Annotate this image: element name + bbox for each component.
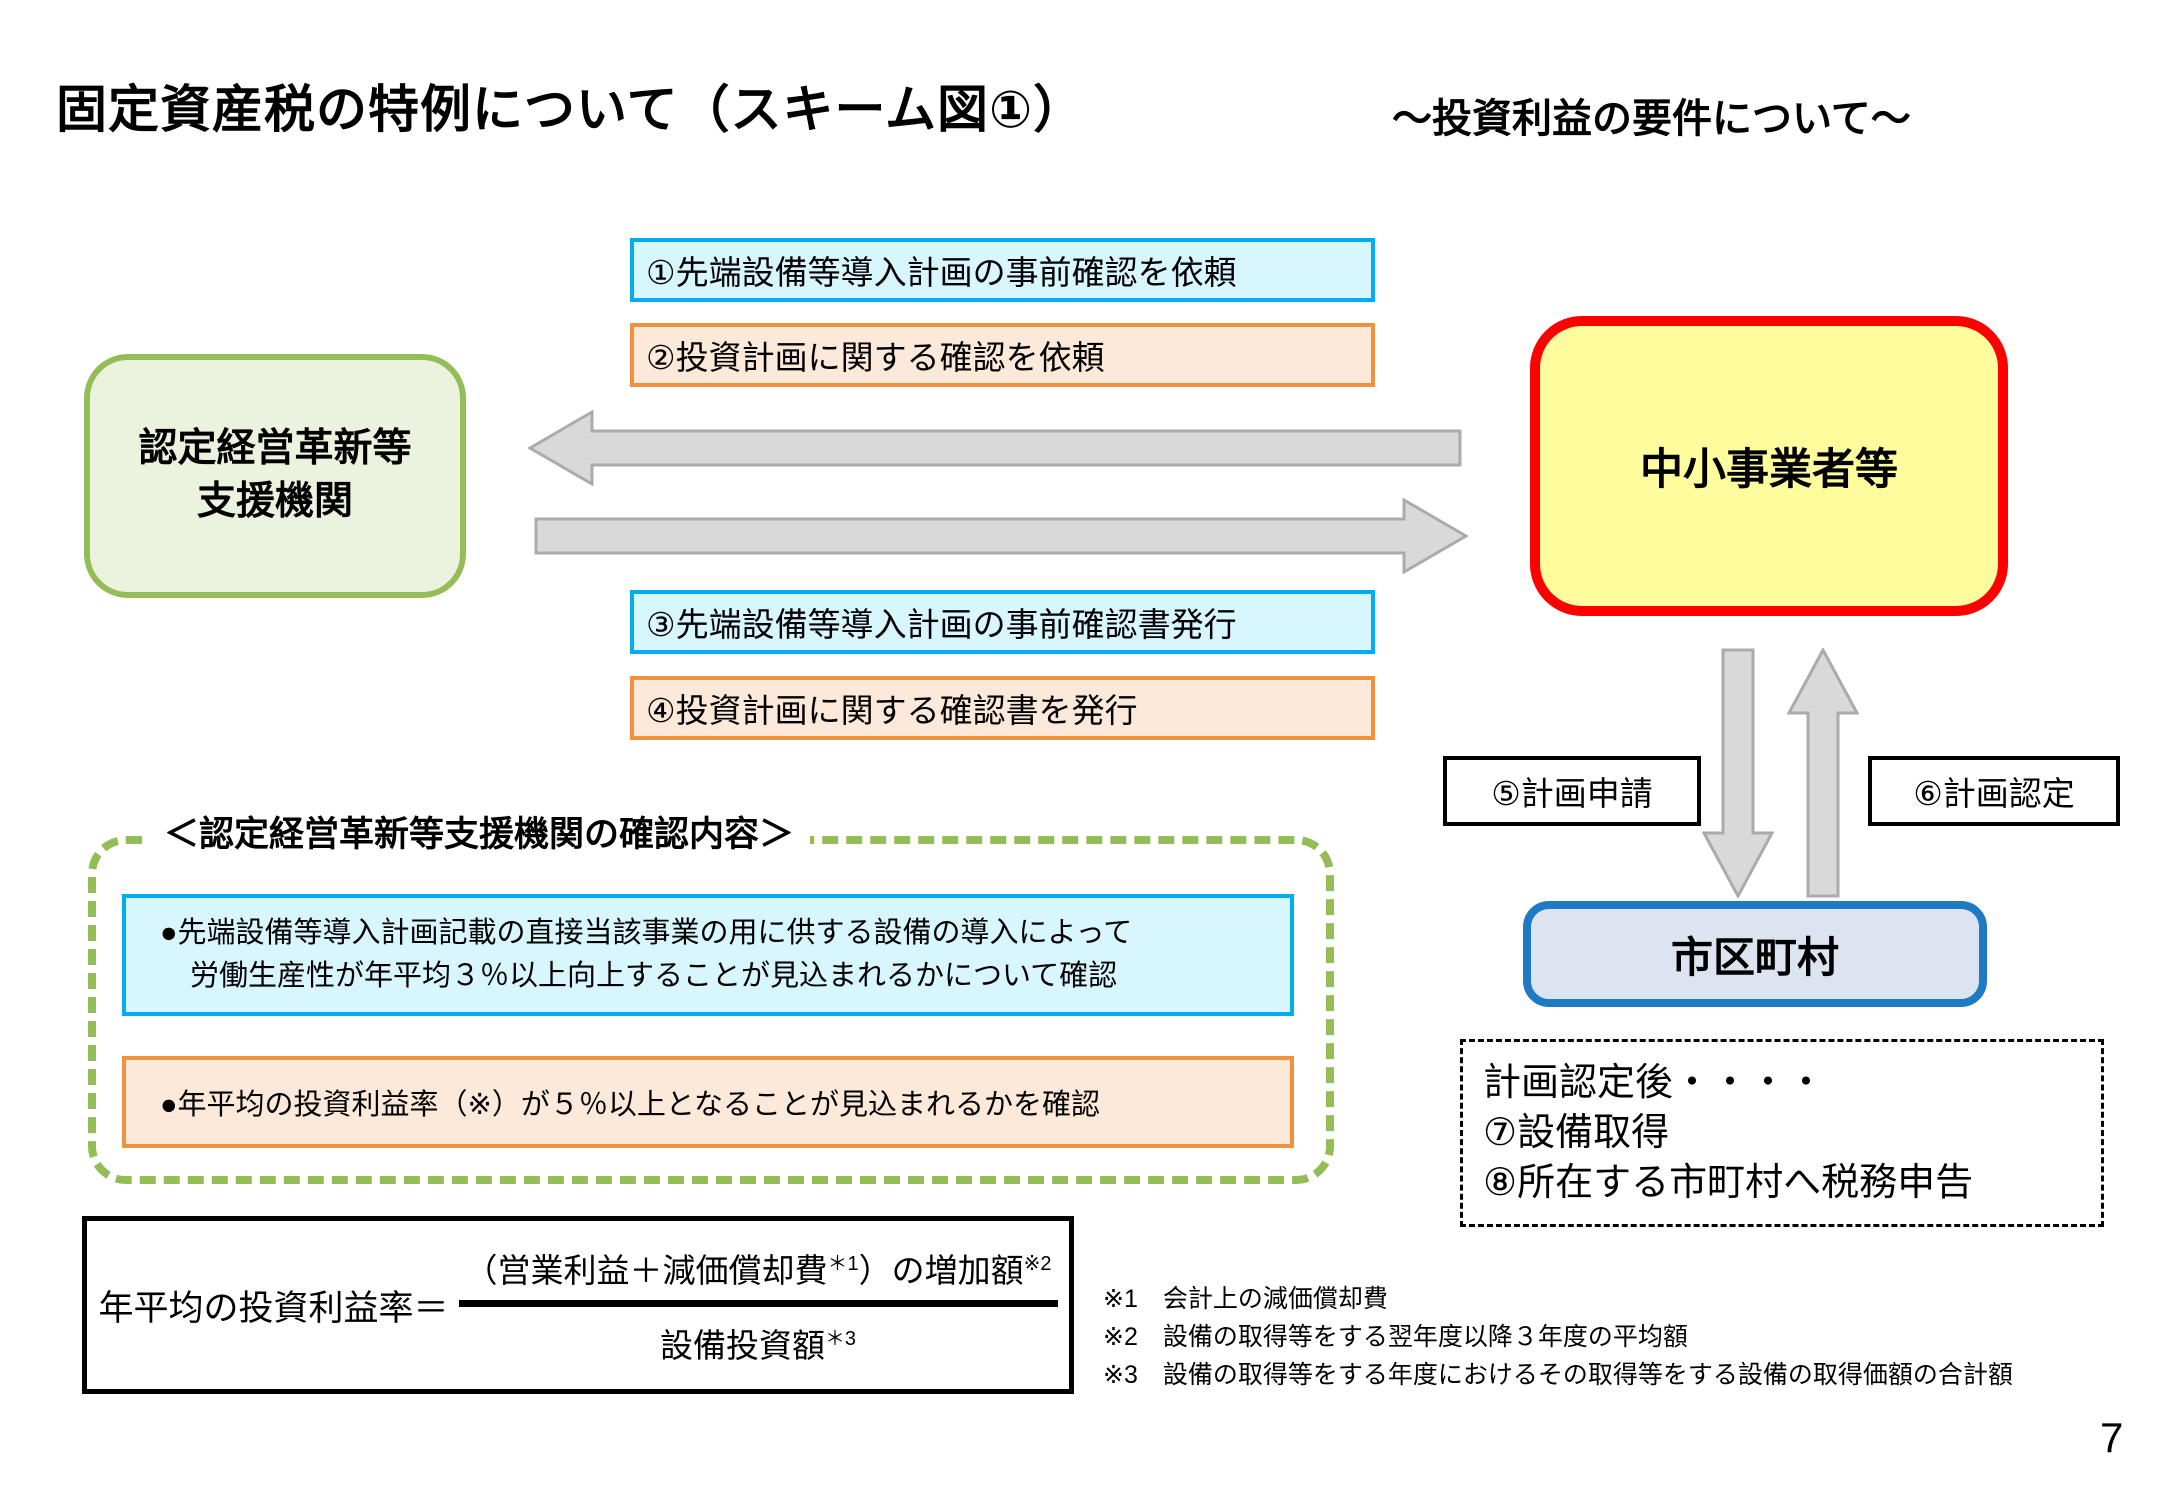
page-title: 固定資産税の特例について（スキーム図①） — [56, 81, 1086, 138]
arrow-up-icon — [1787, 648, 1859, 898]
footnote-3: ※3 設備の取得等をする年度におけるその取得等をする設備の取得価額の合計額 — [1103, 1361, 2013, 1389]
formula-box: 年平均の投資利益率＝ （営業利益＋減価償却費＊1）の増加額※2 設備投資額＊3 — [82, 1216, 1074, 1394]
after-certification-box: 計画認定後・・・・ ⑦設備取得 ⑧所在する市町村へ税務申告 — [1460, 1039, 2104, 1227]
confirmation-item1-line1: ●先端設備等導入計画記載の直接当該事業の用に供する設備の導入によって — [160, 916, 1133, 949]
step6-label: ⑥計画認定 — [1913, 775, 2075, 812]
support-organization-label-line2: 支援機関 — [196, 480, 353, 523]
support-organization-label-line1: 認定経営革新等 — [138, 427, 412, 471]
step2-label: ②投資計画に関する確認を依頼 — [646, 339, 1105, 376]
step4-label: ④投資計画に関する確認書を発行 — [646, 692, 1138, 729]
sme-box: 中小事業者等 — [1530, 316, 2008, 616]
formula-numerator: （営業利益＋減価償却費＊1）の増加額※2 — [458, 1244, 1058, 1307]
formula-denominator-sup: ＊3 — [824, 1327, 857, 1350]
footnote-1: ※1 会計上の減価償却費 — [1103, 1285, 1388, 1313]
step4-box: ④投資計画に関する確認書を発行 — [630, 676, 1375, 740]
arrow-down-icon — [1702, 648, 1774, 898]
formula-numerator-sup1: ＊1 — [827, 1252, 859, 1275]
formula-denominator-text: 設備投資額 — [659, 1326, 825, 1364]
after-certification-line2: ⑦設備取得 — [1483, 1111, 1670, 1154]
after-certification-line1: 計画認定後・・・・ — [1483, 1061, 1826, 1104]
page-number: 7 — [2100, 1414, 2124, 1461]
formula-numerator-text1: （営業利益＋減価償却費 — [464, 1251, 828, 1289]
step5-label: ⑤計画申請 — [1491, 775, 1653, 812]
footnotes: ※1 会計上の減価償却費 ※2 設備の取得等をする翌年度以降３年度の平均額 ※3… — [1103, 1280, 2013, 1394]
formula-numerator-sup2: ※2 — [1023, 1252, 1052, 1275]
after-certification-line3: ⑧所在する市町村へ税務申告 — [1483, 1162, 1974, 1205]
arrow-left-icon — [528, 410, 1462, 486]
step3-box: ③先端設備等導入計画の事前確認書発行 — [630, 590, 1375, 654]
confirmation-heading: ＜認定経営革新等支援機関の確認内容＞ — [148, 806, 811, 857]
step2-box: ②投資計画に関する確認を依頼 — [630, 323, 1375, 387]
support-organization-box: 認定経営革新等 支援機関 — [84, 354, 466, 598]
page-subtitle: ～投資利益の要件について～ — [1392, 97, 1911, 141]
municipality-label: 市区町村 — [1670, 933, 1839, 981]
sme-label: 中小事業者等 — [1640, 446, 1898, 494]
formula-lhs: 年平均の投資利益率＝ — [98, 1288, 449, 1328]
confirmation-item2-text: ●年平均の投資利益率（※）が５％以上となることが見込まれるかを確認 — [160, 1089, 1100, 1121]
municipality-box: 市区町村 — [1523, 901, 1987, 1007]
step1-box: ①先端設備等導入計画の事前確認を依頼 — [630, 238, 1375, 302]
formula-denominator: 設備投資額＊3 — [660, 1307, 856, 1367]
formula-fraction: （営業利益＋減価償却費＊1）の増加額※2 設備投資額＊3 — [458, 1244, 1058, 1367]
arrow-right-icon — [534, 498, 1468, 574]
confirmation-item2-box: ●年平均の投資利益率（※）が５％以上となることが見込まれるかを確認 — [122, 1056, 1294, 1148]
confirmation-item1-box: ●先端設備等導入計画記載の直接当該事業の用に供する設備の導入によって 労働生産性… — [122, 894, 1294, 1016]
step5-box: ⑤計画申請 — [1443, 756, 1701, 826]
formula-numerator-text2: ）の増加額 — [858, 1251, 1024, 1289]
step6-box: ⑥計画認定 — [1868, 756, 2120, 826]
confirmation-item1-line2: 労働生産性が年平均３％以上向上することが見込まれるかについて確認 — [190, 960, 1118, 992]
step3-label: ③先端設備等導入計画の事前確認書発行 — [646, 606, 1237, 643]
footnote-2: ※2 設備の取得等をする翌年度以降３年度の平均額 — [1103, 1323, 1688, 1351]
step1-label: ①先端設備等導入計画の事前確認を依頼 — [646, 254, 1237, 291]
